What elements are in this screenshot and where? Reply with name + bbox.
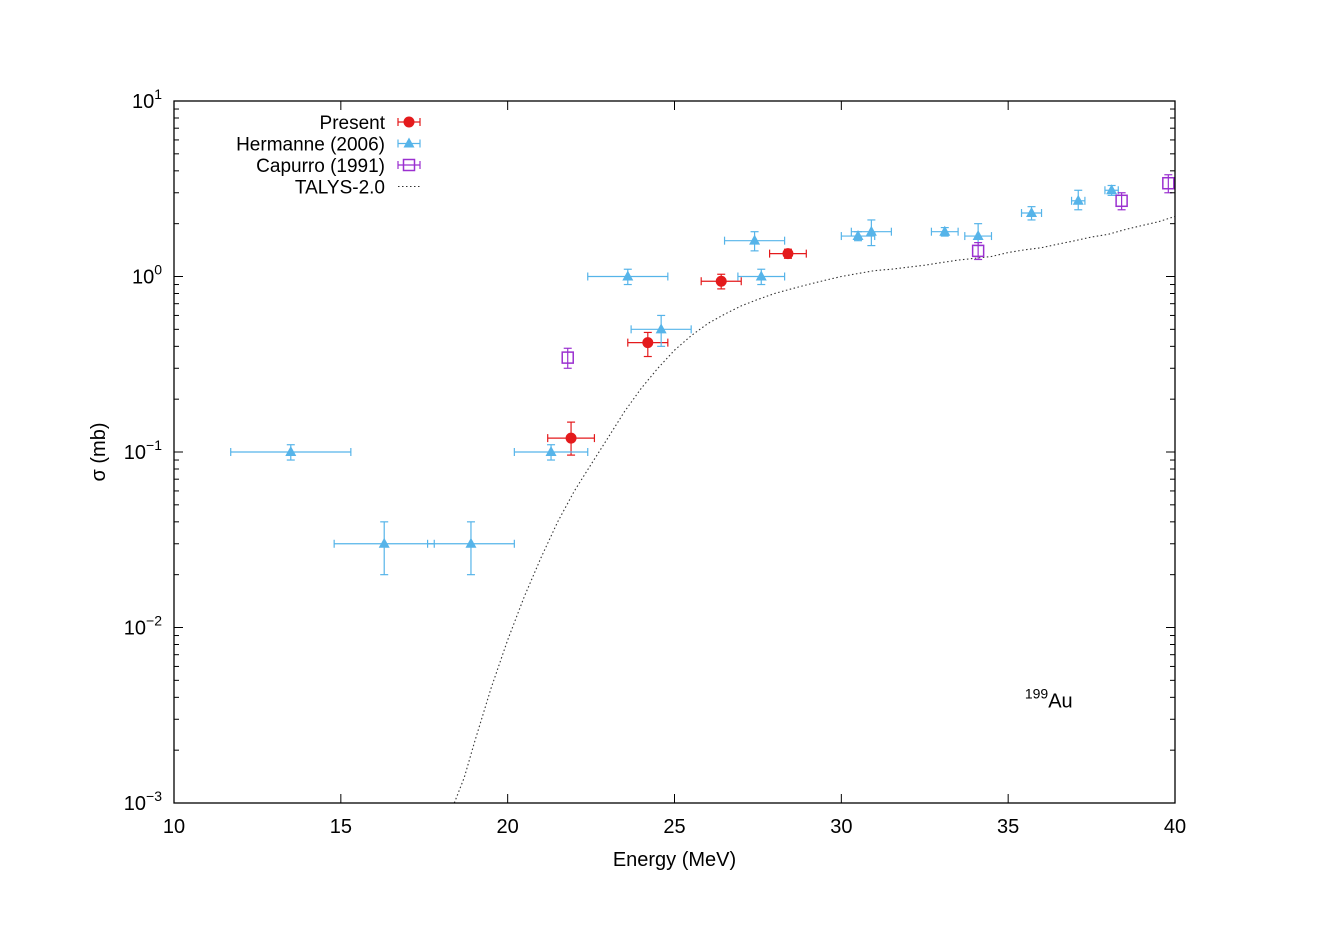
legend-label: TALYS-2.0 [295, 178, 385, 199]
present-point [547, 421, 596, 456]
hermanne-2006-point [333, 521, 435, 576]
y-axis-label: σ (mb) [88, 422, 110, 481]
hermanne-2006-point [964, 223, 993, 247]
legend-marker [402, 158, 416, 172]
present-point [768, 248, 807, 260]
plot-frame [173, 100, 1176, 804]
hermanne-2006-point [513, 444, 589, 461]
x-axis-label: Energy (MeV) [613, 849, 736, 871]
y-tick-exponent: 1 [154, 86, 162, 102]
capurro-1991-marker [1162, 176, 1175, 190]
y-tick-label: 10−3 [124, 788, 162, 815]
legend-entry-present: Present [320, 113, 421, 134]
hermanne-2006-point [1070, 189, 1086, 211]
x-tick-label: 10 [163, 816, 185, 838]
legend-marker [403, 116, 415, 128]
hermanne-2006-marker [865, 225, 877, 236]
present-marker [782, 248, 794, 260]
capurro-1991-point [971, 242, 985, 261]
hermanne-2006-marker [852, 230, 864, 241]
y-tick-label: 101 [132, 86, 162, 113]
y-tick-base: 10 [124, 793, 146, 815]
x-tick-label: 20 [497, 816, 519, 838]
hermanne-2006-point [723, 231, 786, 252]
hermanne-2006-point [230, 444, 352, 461]
hermanne-2006-point [850, 219, 892, 247]
legend-entry-hermanne-2006: Hermanne (2006) [236, 135, 421, 156]
capurro-1991-marker [1115, 194, 1128, 208]
x-tick-label: 30 [830, 816, 852, 838]
hermanne-2006-marker [749, 234, 761, 245]
y-tick-label: 100 [132, 262, 162, 289]
legend-label: Capurro (1991) [256, 156, 385, 177]
hermanne-2006-marker [545, 446, 557, 456]
hermanne-2006-point [426, 521, 515, 576]
x-tick-label: 15 [330, 816, 352, 838]
y-tick-exponent: −1 [146, 437, 162, 453]
legend-entry-capurro-1991: Capurro (1991) [256, 156, 421, 177]
isotope-symbol: Au [1048, 691, 1072, 713]
hermanne-2006-point [1020, 206, 1043, 221]
isotope-annotation: 199Au [1025, 686, 1073, 713]
hermanne-2006-marker [1106, 184, 1118, 195]
y-tick-exponent: 0 [154, 262, 162, 278]
hermanne-2006-marker [622, 270, 634, 281]
hermanne-2006-marker [655, 323, 667, 334]
capurro-1991-point [1115, 192, 1128, 211]
present-point [700, 273, 742, 290]
present-marker [642, 337, 654, 349]
y-tick-label: 10−1 [124, 437, 162, 464]
x-tick-label: 40 [1164, 816, 1186, 838]
y-tick-base: 10 [124, 618, 146, 640]
y-tick-label: 10−2 [124, 613, 162, 640]
hermanne-2006-marker [972, 230, 984, 241]
capurro-1991-point [561, 347, 574, 369]
hermanne-2006-marker [1026, 207, 1038, 218]
y-tick-base: 10 [132, 91, 154, 113]
legend-label: Present [320, 113, 386, 134]
hermanne-2006-marker [378, 537, 390, 548]
hermanne-2006-point [587, 268, 669, 286]
hermanne-2006-marker [939, 225, 951, 236]
legend-marker [403, 137, 415, 148]
hermanne-2006-marker [285, 446, 297, 456]
y-tick-exponent: −3 [146, 788, 162, 804]
present-marker [565, 432, 577, 444]
x-tick-label: 25 [663, 816, 685, 838]
y-tick-exponent: −2 [146, 613, 162, 629]
y-tick-base: 10 [132, 267, 154, 289]
capurro-1991-marker [561, 351, 574, 364]
present-marker [715, 275, 727, 287]
hermanne-2006-marker [1072, 194, 1084, 205]
hermanne-2006-point [737, 268, 786, 286]
y-tick-base: 10 [124, 442, 146, 464]
isotope-mass-number: 199 [1025, 686, 1049, 702]
data-points-layer [230, 174, 1175, 576]
capurro-1991-marker [971, 244, 985, 258]
legend-label: Hermanne (2006) [236, 135, 385, 156]
hermanne-2006-point [930, 225, 959, 237]
hermanne-2006-marker [755, 270, 767, 281]
hermanne-2006-point [630, 314, 692, 347]
x-tick-label: 35 [997, 816, 1019, 838]
hermanne-2006-marker [465, 537, 477, 548]
legend-entry-talys-2-0: TALYS-2.0 [295, 178, 420, 199]
